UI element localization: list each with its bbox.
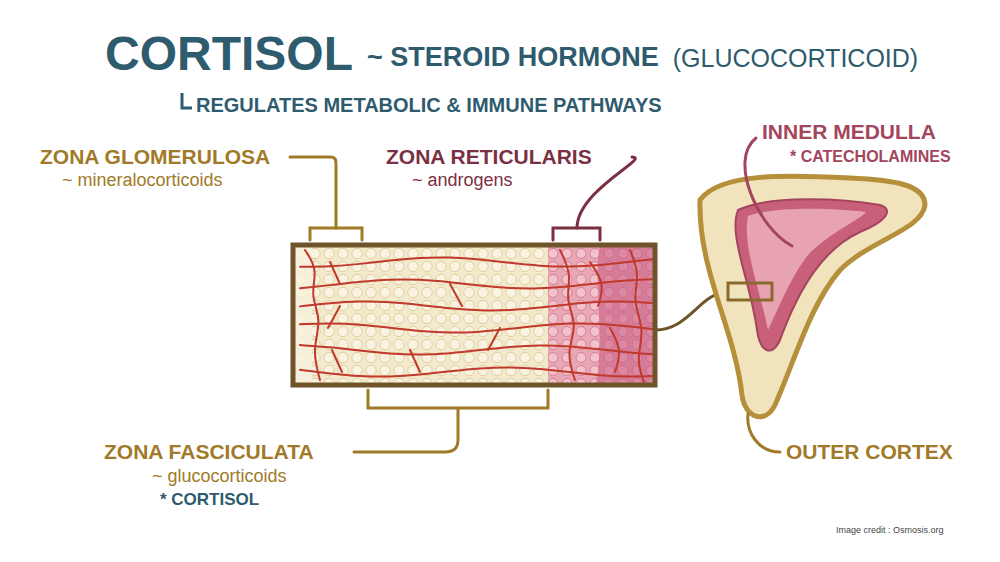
reticularis-bracket bbox=[553, 157, 635, 240]
fasciculata-bracket bbox=[354, 390, 548, 452]
capillary bbox=[300, 257, 653, 266]
part-note: * CORTISOL bbox=[160, 491, 259, 510]
fasciculata-tissue bbox=[295, 247, 653, 383]
leader-line bbox=[354, 408, 458, 452]
part-name: INNER MEDULLA bbox=[762, 120, 936, 143]
adrenal-gland bbox=[700, 176, 925, 417]
part-note: ~ glucocorticoids bbox=[152, 467, 287, 487]
part-note: ~ mineralocorticoids bbox=[62, 171, 223, 191]
title: CORTISOL bbox=[105, 28, 353, 81]
capillary-branch bbox=[328, 306, 340, 328]
part-note: * CATECHOLAMINES bbox=[790, 148, 951, 166]
capillary-branch bbox=[590, 262, 602, 306]
bracket bbox=[368, 390, 548, 408]
capillary-branch bbox=[450, 284, 462, 306]
image-credit: Image credit : Osmosis.org bbox=[836, 526, 944, 536]
capillary-branch bbox=[630, 250, 644, 382]
outer-cortex-shape bbox=[700, 176, 925, 417]
capillary-branch bbox=[610, 328, 619, 372]
zoom-window bbox=[728, 283, 772, 300]
capillary bbox=[300, 323, 653, 332]
capillary-branch bbox=[332, 350, 342, 372]
section-frame bbox=[293, 245, 655, 385]
capillaries bbox=[300, 250, 653, 382]
inner-medulla-shape bbox=[735, 199, 887, 350]
capillary bbox=[300, 367, 653, 376]
reticularis-dark-band bbox=[596, 247, 653, 383]
capillary-branch bbox=[560, 250, 575, 380]
bracket bbox=[310, 228, 362, 240]
subtitle-bracket bbox=[182, 93, 192, 108]
cortex-section bbox=[293, 245, 660, 385]
medulla-leader bbox=[745, 138, 792, 246]
capillary bbox=[300, 345, 653, 355]
subtitle-text: (GLUCOCORTICOID) bbox=[673, 45, 918, 73]
capillary-branch bbox=[305, 250, 320, 380]
leader-line bbox=[290, 157, 336, 228]
cortex-leader bbox=[748, 414, 780, 452]
glomerulosa-bracket bbox=[290, 157, 362, 240]
bracket bbox=[553, 228, 600, 240]
description-text: REGULATES METABOLIC & IMMUNE PATHWAYS bbox=[196, 94, 662, 116]
capillary-branch bbox=[488, 328, 500, 350]
capillary-branch bbox=[330, 262, 340, 284]
part-name: ZONA GLOMERULOSA bbox=[40, 145, 270, 168]
capillary-branch bbox=[410, 350, 420, 372]
subtitle-text: ~ STEROID HORMONE bbox=[367, 43, 659, 73]
medulla-highlight bbox=[747, 209, 866, 330]
part-name: OUTER CORTEX bbox=[786, 440, 953, 463]
part-note: ~ androgens bbox=[412, 171, 513, 191]
part-name: ZONA RETICULARIS bbox=[386, 145, 592, 168]
part-name: ZONA FASCICULATA bbox=[104, 440, 314, 463]
